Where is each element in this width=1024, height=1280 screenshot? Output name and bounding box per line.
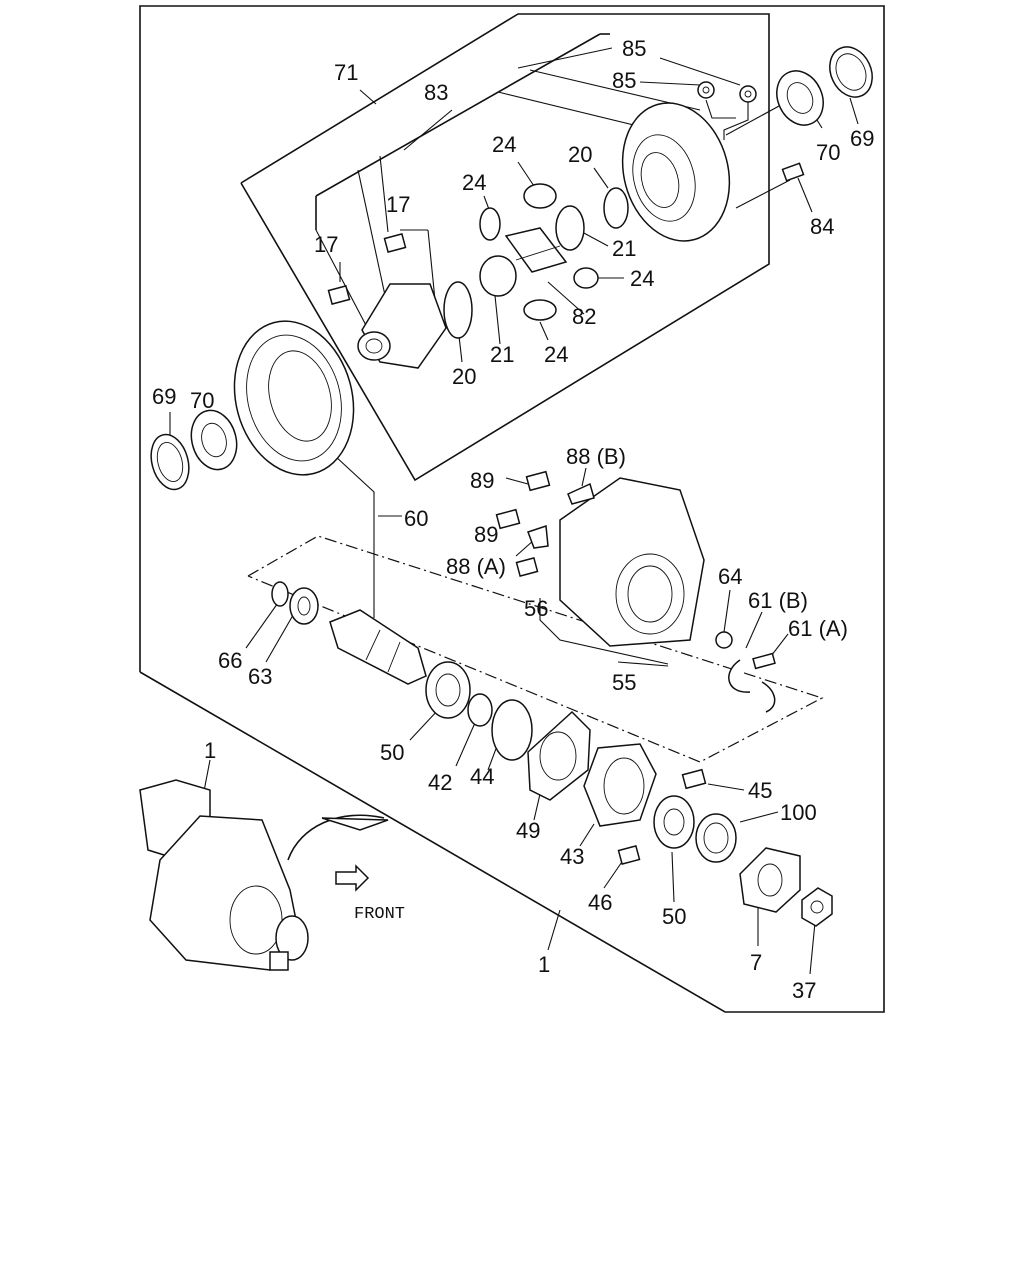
bolt-46 [617, 844, 641, 866]
bearing-50-outer [653, 795, 695, 849]
callout-49: 49 [516, 818, 540, 843]
callout-64: 64 [718, 564, 742, 589]
bearing-69-left [150, 433, 190, 491]
front-label: FRONT [354, 905, 405, 924]
callout-20: 20 [568, 142, 592, 167]
lock-plates-61 [715, 631, 776, 713]
callout-37: 37 [792, 978, 816, 1003]
callout-66: 66 [218, 648, 242, 673]
callout-89: 89 [470, 468, 494, 493]
bearing-50-inner [425, 661, 471, 719]
o-ring-44 [491, 699, 533, 761]
callout-7: 7 [750, 950, 762, 975]
callout-44: 44 [470, 764, 494, 789]
ring-gear [233, 320, 355, 476]
bearing-70-left [190, 409, 238, 471]
callout-56: 56 [524, 596, 548, 621]
callout-71: 71 [334, 60, 358, 85]
callout-85: 85 [622, 36, 646, 61]
drive-pinion [329, 609, 427, 685]
oil-seal-100 [695, 813, 737, 863]
callout-88a: 88 (A) [446, 554, 506, 579]
callout-46: 46 [588, 890, 612, 915]
plates-88 [527, 482, 595, 549]
flange-7 [739, 847, 801, 913]
callout-1: 1 [538, 952, 550, 977]
callout-70: 70 [816, 140, 840, 165]
callout-60: 60 [404, 506, 428, 531]
callout-24: 24 [492, 132, 516, 157]
callout-84: 84 [810, 214, 834, 239]
callout-85: 85 [612, 68, 636, 93]
bearing-69-right [829, 46, 873, 98]
callout-labels: 85 85 71 83 69 70 84 24 20 24 17 21 24 1… [152, 36, 874, 1003]
callout-63: 63 [248, 664, 272, 689]
callout-61b: 61 (B) [748, 588, 808, 613]
nut-85 [697, 81, 757, 103]
callout-88b: 88 (B) [566, 444, 626, 469]
diff-case-left-half [357, 283, 447, 369]
retainer-43 [583, 743, 657, 827]
callout-50: 50 [662, 904, 686, 929]
washer-66 [271, 581, 289, 607]
callout-42: 42 [428, 770, 452, 795]
callout-21: 21 [612, 236, 636, 261]
diff-case-right-half [621, 102, 731, 242]
bearing-70-right [776, 70, 824, 126]
callout-100: 100 [780, 800, 817, 825]
callout-83: 83 [424, 80, 448, 105]
callout-17: 17 [314, 232, 338, 257]
diff-gears [443, 183, 629, 339]
bolt-84 [781, 162, 805, 182]
callout-24: 24 [544, 342, 568, 367]
nut-37 [801, 887, 833, 927]
callout-45: 45 [748, 778, 772, 803]
callout-61a: 61 (A) [788, 616, 848, 641]
callout-20: 20 [452, 364, 476, 389]
assembly-boundary [139, 5, 885, 1013]
callout-50: 50 [380, 740, 404, 765]
front-arrow-icon [335, 864, 370, 892]
callout-55: 55 [612, 670, 636, 695]
callout-21: 21 [490, 342, 514, 367]
callout-69: 69 [152, 384, 176, 409]
diff-group-boundary [240, 13, 770, 482]
callout-24: 24 [630, 266, 654, 291]
callout-70: 70 [190, 388, 214, 413]
assembled-unit [139, 779, 389, 971]
callout-69: 69 [850, 126, 874, 151]
callout-89: 89 [474, 522, 498, 547]
bolt-45 [681, 768, 707, 790]
gasket-49 [527, 710, 591, 801]
callout-24: 24 [462, 170, 486, 195]
callout-82: 82 [572, 304, 596, 329]
bolts-89 [495, 470, 551, 578]
pinion-group-boundary [247, 535, 824, 763]
carrier-housing [559, 477, 705, 647]
spacer-42 [467, 693, 493, 727]
callout-1: 1 [204, 738, 216, 763]
callout-17: 17 [386, 192, 410, 217]
bearing-63 [289, 587, 319, 625]
bolts-17 [327, 232, 407, 306]
callout-43: 43 [560, 844, 584, 869]
